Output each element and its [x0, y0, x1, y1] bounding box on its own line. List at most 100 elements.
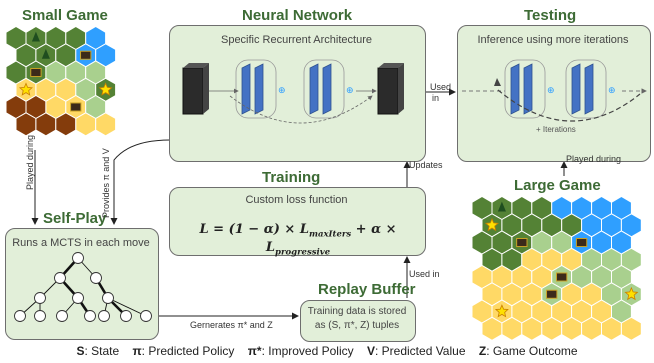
played-during-right-label: Played during: [566, 154, 622, 164]
iterations-loop: [497, 89, 641, 122]
recurrent-loop: [504, 59, 546, 119]
testing-title: Testing: [524, 7, 577, 24]
training-box: [169, 187, 426, 256]
layer-plane: [510, 63, 520, 115]
input-block-side: [203, 63, 209, 114]
add-icon: ⊕: [278, 86, 286, 96]
formula-sub-progressive: progressive: [275, 247, 331, 258]
legend-item-improved-policy: π*: Improved Policy: [247, 344, 354, 358]
nn-subtitle: Specific Recurrent Architecture: [220, 34, 372, 46]
played-during-left-label: Played during: [25, 134, 35, 190]
tree-node: [140, 310, 152, 322]
tree-node: [102, 292, 114, 304]
tree-node: [90, 272, 102, 284]
self-play-title: Self-Play: [43, 210, 107, 227]
loop-arrowhead: [494, 78, 501, 86]
tree-node: [34, 310, 46, 322]
tree-icon: [497, 201, 506, 212]
updates-label: Updates: [409, 160, 443, 170]
formula-mid: + α × L: [265, 222, 397, 255]
legend: S: State π: Predicted Policy π*: Improve…: [0, 344, 654, 358]
training-title: Training: [262, 169, 321, 186]
chest-icon: [575, 237, 588, 248]
tree-icon: [31, 31, 40, 42]
small-game-title: Small Game: [22, 7, 108, 24]
tree-node: [72, 252, 84, 264]
output-block-top: [378, 63, 404, 68]
replay-buffer-line1: Training data is stored: [307, 306, 407, 317]
hex-cell: [620, 316, 642, 341]
legend-item-predicted-policy: π: Predicted Policy: [132, 344, 235, 358]
tree-edge: [107, 297, 147, 317]
output-block-side: [398, 63, 404, 114]
self-play-tree: [14, 252, 152, 322]
used-in-label-b: in: [432, 93, 440, 103]
replay-buffer-line2: as (S, π*, Z) tuples: [314, 320, 400, 331]
chest-icon: [70, 102, 82, 112]
used-in-label-a: Used: [430, 82, 452, 92]
chest-icon: [80, 50, 92, 60]
testing-box: [457, 25, 651, 162]
self-play-subtitle: Runs a MCTS in each move: [12, 237, 150, 249]
legend-item-predicted-value: V: Predicted Value: [366, 344, 466, 358]
recurrent-loop: [565, 59, 607, 119]
replay-buffer-title: Replay Buffer: [318, 281, 416, 298]
tree-icon: [41, 48, 50, 59]
star-icon: [18, 82, 33, 96]
testing-subtitle: Inference using more iterations: [477, 34, 629, 46]
layer-plane: [523, 63, 533, 115]
formula-sub-maxiters: maxIters: [308, 229, 352, 240]
add-icon: ⊕: [547, 86, 555, 96]
layer-plane: [584, 63, 594, 115]
chest-icon: [30, 67, 42, 78]
layer-plane: [241, 63, 251, 115]
input-block-top: [183, 63, 209, 68]
tree-node: [72, 292, 84, 304]
input-block: [182, 67, 204, 115]
replay-buffer-box: [300, 300, 416, 342]
flow-arrows: [31, 88, 568, 320]
iterations-label: + Iterations: [536, 125, 576, 134]
star-icon: [484, 217, 499, 232]
output-block: [377, 67, 399, 115]
large-game-board: [471, 195, 642, 341]
star-icon: [98, 82, 113, 96]
add-icon: ⊕: [608, 86, 616, 96]
nn-layers: ⊕⊕: [182, 59, 404, 124]
tree-node: [14, 310, 26, 322]
used-in-buffer-label: Used in: [409, 269, 440, 279]
legend-item-state: S: State: [76, 344, 120, 358]
star-icon: [624, 286, 639, 301]
tree-node: [98, 310, 110, 322]
chest-icon: [555, 272, 568, 282]
provides-pi-v-label: Provides π and V: [101, 148, 111, 218]
add-icon: ⊕: [346, 86, 354, 96]
large-game-title: Large Game: [514, 177, 601, 194]
generates-label: Gernerates π* and Z: [190, 320, 273, 330]
layer-plane: [571, 63, 581, 115]
tree-node: [34, 292, 46, 304]
skip-connection: [229, 95, 373, 124]
testing-layers: ⊕⊕: [462, 59, 647, 122]
training-subtitle: Custom loss function: [245, 194, 348, 206]
tree-node: [84, 310, 96, 322]
tree-node: [54, 272, 66, 284]
nn-to-selfplay-arrow: [110, 139, 171, 225]
small-game-board: [5, 25, 117, 137]
legend-item-game-outcome: Z: Game Outcome: [478, 344, 578, 358]
chest-icon: [546, 289, 558, 299]
recurrent-loop: [303, 59, 345, 119]
formula-lhs: L = (1 − α) × L: [199, 222, 309, 237]
loss-formula: L = (1 − α) × LmaxIters + α × Lprogressi…: [172, 222, 424, 257]
layer-plane: [254, 63, 264, 115]
tree-node: [56, 310, 68, 322]
neural-network-title: Neural Network: [242, 7, 353, 24]
layer-plane: [322, 63, 332, 115]
hex-cell: [95, 112, 117, 137]
tree-node: [120, 310, 132, 322]
star-icon: [494, 304, 509, 318]
layer-plane: [309, 63, 319, 115]
self-play-box: [5, 228, 159, 340]
